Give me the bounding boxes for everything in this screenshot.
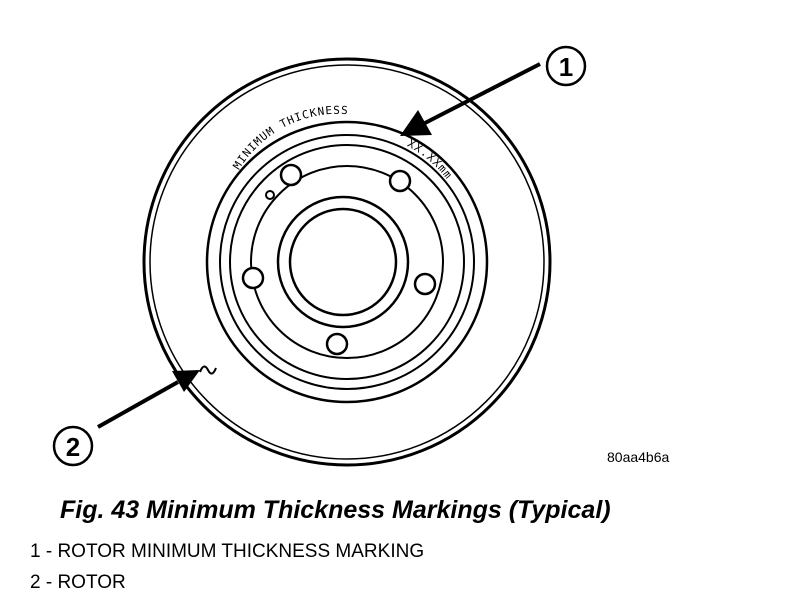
locator-hole: [265, 190, 275, 200]
rotor-outer-edge: [142, 57, 552, 467]
hub-ring-4: [250, 165, 444, 359]
lug-hole: [388, 169, 412, 193]
figure-caption: Fig. 43 Minimum Thickness Markings (Typi…: [60, 496, 611, 524]
callout-2-circle: [52, 425, 94, 467]
reference-code: 80aa4b6a: [607, 449, 670, 465]
center-bore-outer: [276, 195, 410, 329]
callout-1-circle: [545, 45, 587, 87]
hub-ring-2: [219, 134, 475, 390]
rotor-marking-label: MINIMUM THICKNESS: [230, 104, 349, 172]
rotor-surface-mark: [199, 365, 217, 375]
callout-2-leader: [97, 380, 179, 429]
callout-1-number: 1: [559, 52, 573, 82]
callout-2-number: 2: [66, 432, 80, 462]
callout-1-arrowhead: [400, 110, 432, 136]
lug-hole: [413, 272, 437, 296]
callout-2-arrowhead: [172, 370, 200, 392]
rotor-outer-edge-inner-line: [149, 64, 545, 460]
lug-hole: [325, 332, 349, 356]
center-bore-inner: [288, 207, 398, 317]
legend-item-1: 1 - ROTOR MINIMUM THICKNESS MARKING: [30, 541, 425, 562]
lug-hole: [279, 163, 303, 187]
lug-hole: [241, 266, 265, 290]
callout-1-leader: [424, 62, 541, 125]
hub-ring-outer: [205, 120, 489, 404]
legend-item-2: 2 - ROTOR: [30, 572, 126, 593]
hub-ring-3: [229, 144, 465, 380]
rotor-marking-value: XX.XXmm: [405, 137, 455, 182]
